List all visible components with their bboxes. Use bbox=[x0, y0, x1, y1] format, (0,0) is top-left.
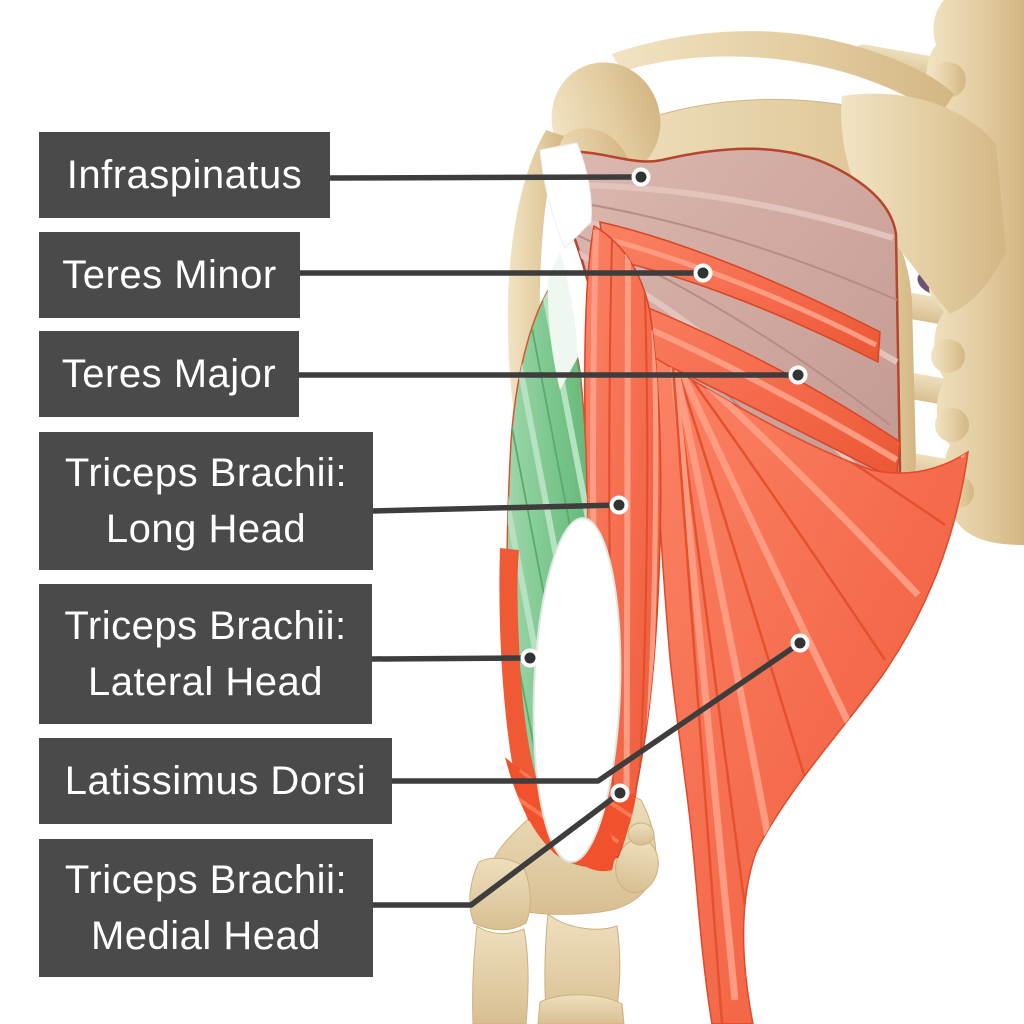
leader-line-latissimus bbox=[389, 640, 803, 784]
leader-line-lateral-head bbox=[369, 655, 533, 662]
leader-line-infraspinatus bbox=[327, 174, 644, 181]
leader-dots bbox=[520, 167, 810, 803]
scapula-superior-angle bbox=[841, 93, 1006, 315]
leader-line-long-head bbox=[370, 502, 622, 514]
label-infraspinatus: Infraspinatus bbox=[39, 132, 330, 218]
leader-dot-teres-major bbox=[788, 365, 808, 385]
leader-dot-teres-minor bbox=[693, 263, 713, 283]
leader-line-medial-head bbox=[370, 790, 623, 908]
label-text: Triceps Brachii: Lateral Head bbox=[64, 604, 347, 704]
leader-dot-lateral-head bbox=[520, 648, 540, 668]
label-latissimus-dorsi: Latissimus Dorsi bbox=[39, 738, 392, 824]
label-triceps-medial-head: Triceps Brachii: Medial Head bbox=[39, 839, 373, 977]
label-triceps-long-head: Triceps Brachii: Long Head bbox=[39, 432, 373, 570]
label-text: Latissimus Dorsi bbox=[64, 759, 367, 803]
leader-lines bbox=[296, 174, 803, 908]
label-text: Teres Minor bbox=[62, 253, 277, 297]
label-text: Teres Major bbox=[61, 352, 277, 396]
label-teres-major: Teres Major bbox=[39, 331, 299, 417]
clavicle-bone bbox=[612, 31, 954, 117]
teres-minor-muscle bbox=[599, 221, 881, 364]
label-triceps-lateral-head: Triceps Brachii: Lateral Head bbox=[39, 584, 372, 724]
latissimus-dorsi-muscle bbox=[651, 354, 969, 1024]
label-text: Infraspinatus bbox=[66, 153, 303, 197]
triceps-tendon bbox=[532, 517, 622, 863]
shoulder-tendon-slivers bbox=[539, 142, 592, 390]
label-teres-minor: Teres Minor bbox=[39, 232, 300, 318]
leader-dot-latissimus bbox=[790, 633, 810, 653]
label-text: Triceps Brachii: Medial Head bbox=[64, 858, 348, 958]
leader-dot-long-head bbox=[609, 495, 629, 515]
leader-dot-medial-head bbox=[610, 783, 630, 803]
leader-dot-infraspinatus bbox=[631, 167, 651, 187]
label-text: Triceps Brachii: Long Head bbox=[64, 451, 348, 551]
